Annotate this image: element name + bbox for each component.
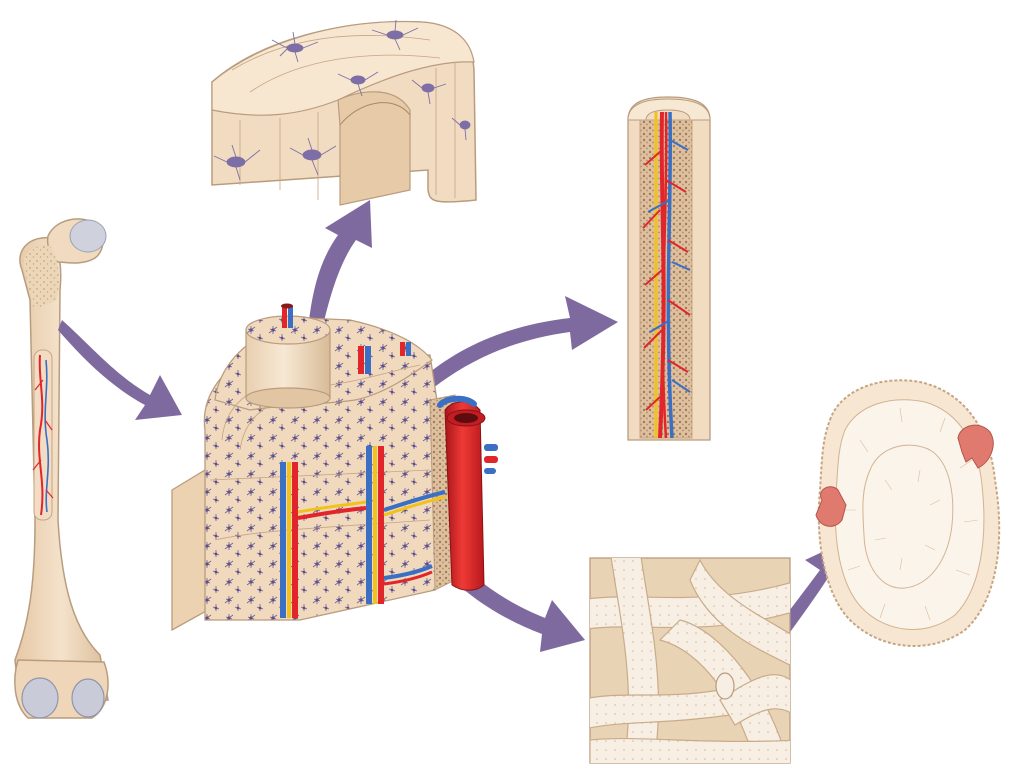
femur-head-cartilage: [69, 219, 107, 253]
femur-condyle-right: [71, 678, 105, 718]
osteon-cylinder: [245, 303, 331, 409]
arrow-block-to-canal: [418, 296, 618, 392]
femur-illustration: [14, 218, 109, 719]
osteoclast-top: [957, 424, 994, 469]
osteon-inner-cut: [337, 91, 411, 206]
periosteal-vessel: [437, 395, 498, 591]
arrow-femur-to-block: [58, 320, 182, 420]
trabecula-cross-section: [815, 379, 1001, 647]
central-canal-cross-section: [627, 96, 711, 441]
osteon-cutaway: [211, 19, 477, 206]
arrow-block-to-osteon: [308, 200, 372, 330]
trabecula-canaliculi: [842, 407, 979, 621]
femur-shaft: [14, 236, 109, 706]
femur-vessels: [38, 354, 44, 516]
osteoclast-left: [815, 486, 847, 527]
femur-condyle-left: [21, 677, 59, 719]
haversian-vessels: [280, 446, 384, 618]
trabecula-lamella: [862, 444, 954, 589]
femur-spongy-proximal: [23, 245, 59, 310]
compact-bone-block: [171, 303, 498, 632]
block-outer-lamella: [171, 468, 209, 632]
canal-vessel-branches: [642, 139, 691, 411]
spongy-strut-end: [715, 672, 735, 700]
osteocytes: [213, 19, 471, 181]
spongy-bone-trabeculae: [589, 557, 791, 764]
osteon-top-face: [211, 20, 475, 116]
volkmann-vessels: [297, 490, 446, 586]
